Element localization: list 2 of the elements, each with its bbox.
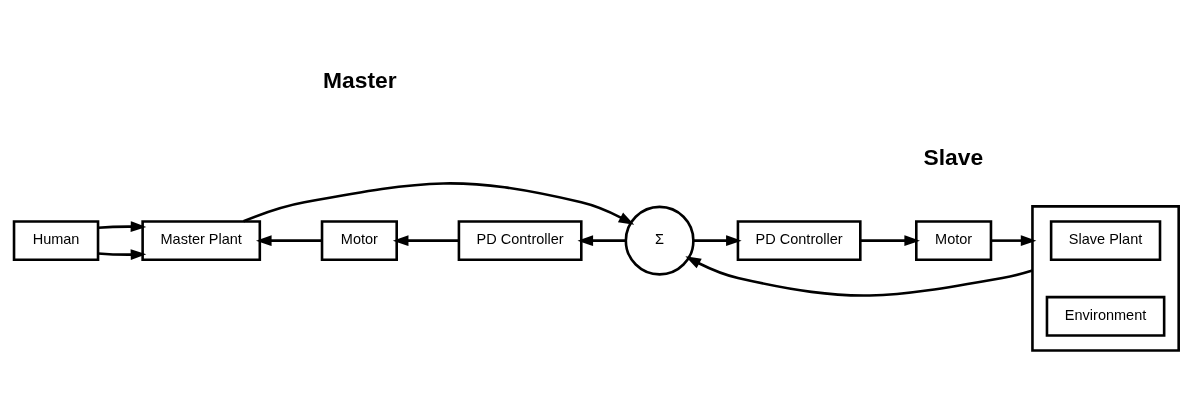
label: Master [323,66,397,93]
label: Slave [923,143,984,170]
